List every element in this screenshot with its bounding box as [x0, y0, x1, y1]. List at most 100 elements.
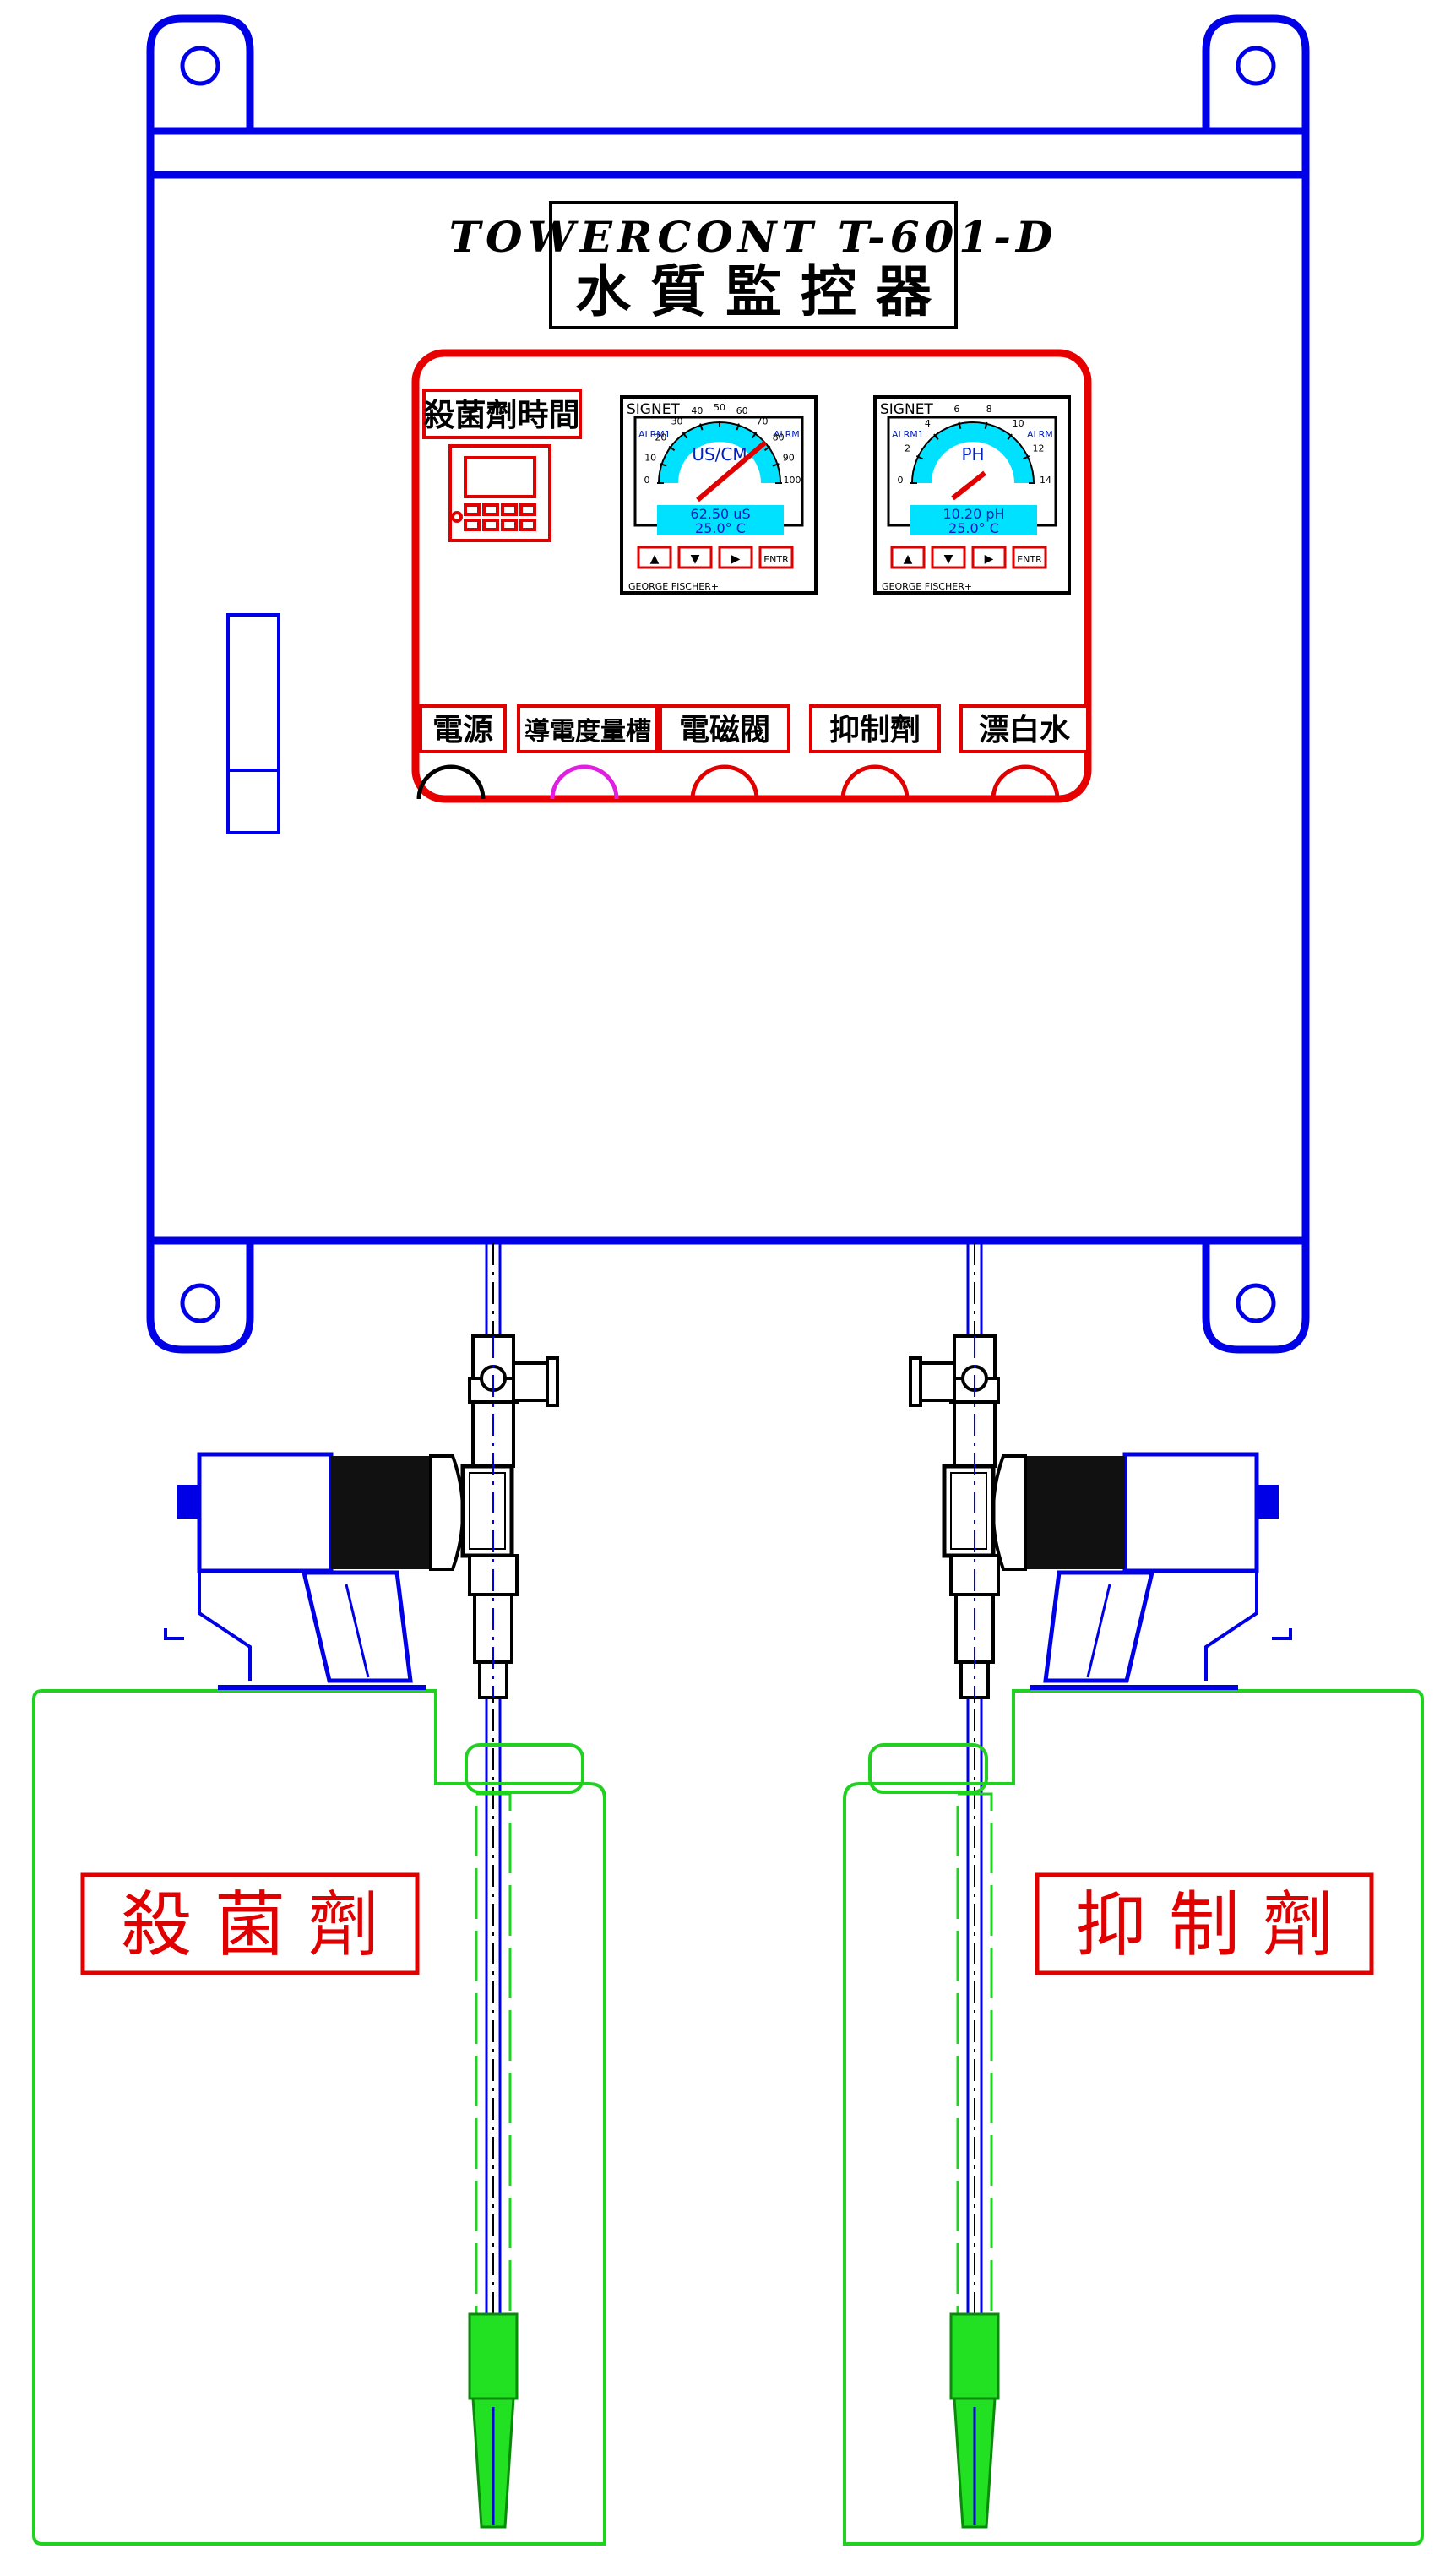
control-panel [411, 349, 1092, 803]
meter1-scale-label: 90 [783, 452, 795, 463]
meter1-button-2[interactable]: ▼ [677, 546, 713, 569]
enclosure-top-rail [146, 127, 1310, 179]
mount-ear-top-right [1202, 14, 1310, 131]
switch-label: 電磁閥 [679, 712, 770, 747]
door-latch [226, 613, 280, 834]
meter1-scale-label: 100 [784, 475, 801, 486]
meter1-tick [699, 423, 704, 431]
switch-2[interactable]: 導電度量槽 [517, 704, 659, 800]
switch-knob[interactable] [416, 764, 486, 800]
meter1-scale-label: 80 [773, 432, 785, 443]
switch-knob[interactable] [550, 764, 619, 800]
meter2-reading: 10.20 pH [943, 506, 1004, 522]
foot-valve-left [468, 2312, 519, 2529]
switch-5[interactable]: 漂白水 [959, 704, 1089, 800]
switch-1[interactable]: 電源 [416, 704, 507, 800]
meter1-tick [772, 463, 780, 467]
switch-label: 漂白水 [979, 712, 1071, 747]
switch-knob[interactable] [690, 764, 759, 800]
meter2-button-label: ▼ [944, 552, 953, 566]
meter2-scale-label: 4 [925, 418, 931, 429]
meter1-scale-label: 40 [691, 405, 703, 416]
meter2-tick [1007, 433, 1013, 441]
meter2-tick [933, 433, 939, 441]
switch-4[interactable]: 抑制劑 [809, 704, 941, 800]
meter2-scale-label: 2 [905, 443, 910, 454]
meter1-needle [696, 440, 767, 503]
tank-right [843, 1689, 1424, 2546]
meter2-tick [984, 421, 988, 429]
meter2-scale-label: 14 [1040, 475, 1051, 486]
meter1-unit: US/CM [692, 444, 747, 465]
mount-hole-top-right [1236, 46, 1276, 86]
pump-left-coil [331, 1456, 431, 1569]
mount-hole-top-left [180, 46, 220, 86]
tank-right-label: 抑 制 劑 [1075, 1883, 1333, 1966]
meter2-scale-label: 0 [898, 475, 904, 486]
meter1-right-tag: ALRM [774, 429, 800, 440]
meter2-button-label: ▶ [985, 552, 994, 566]
model-title: TOWERCONT T-601-D [449, 212, 1057, 262]
enclosure-body [146, 171, 1310, 1245]
timer-device[interactable] [448, 444, 551, 542]
meter1-button-label: ▼ [691, 552, 700, 566]
title-plate: TOWERCONT T-601-D 水 質 監 控 器 [449, 201, 1057, 329]
tank-left-label: 殺 菌 劑 [121, 1883, 378, 1966]
meter1-scale-label: 20 [655, 432, 666, 443]
meter1-button-label: ENTR [763, 554, 789, 565]
meter2-scale-label: 10 [1013, 418, 1024, 429]
mount-ear-bottom-left [146, 1241, 254, 1354]
switch-label: 抑制劑 [829, 712, 921, 747]
switch-3[interactable]: 電磁閥 [659, 704, 790, 800]
meter2-button-4[interactable]: ENTR [1012, 546, 1047, 569]
switch-knob[interactable] [840, 764, 910, 800]
meter2-button-1[interactable]: ▲ [890, 546, 926, 569]
meter1-button-4[interactable]: ENTR [758, 546, 794, 569]
meter2-needle [951, 470, 986, 501]
meter1-temp: 25.0° C [695, 520, 746, 536]
meter1-scale-label: 70 [757, 416, 769, 427]
switch-knob[interactable] [991, 764, 1060, 800]
meter2-scale-label: 8 [986, 404, 992, 415]
switch-label: 電源 [432, 712, 493, 747]
device-name-title: 水 質 監 控 器 [575, 258, 932, 324]
meter1-button-label: ▲ [650, 552, 660, 566]
meter2-temp: 25.0° C [948, 520, 999, 536]
meter2-brand: SIGNET [880, 401, 933, 418]
meter1-scale-label: 0 [644, 475, 650, 486]
mount-hole-bottom-right [1236, 1283, 1276, 1323]
meter1-scale-label: 30 [671, 416, 683, 427]
switch-label-row: 電源 導電度量槽電磁閥 抑制劑 漂白水 [416, 704, 1089, 800]
meter1-button-1[interactable]: ▲ [637, 546, 672, 569]
meter1-scale-label: 60 [736, 405, 748, 416]
dosing-pump-right [942, 1452, 1292, 1690]
meter1-footer: GEORGE FISCHER+ [628, 581, 719, 592]
meter1-tick [763, 445, 771, 452]
meter1-button-3[interactable]: ▶ [718, 546, 753, 569]
meter2-unit: PH [961, 444, 984, 465]
meter2-footer: GEORGE FISCHER+ [882, 581, 972, 592]
switch-label: 導電度量槽 [524, 717, 651, 747]
meter2-button-2[interactable]: ▼ [931, 546, 966, 569]
pump-right-coil [1025, 1456, 1125, 1569]
meter1-tick [736, 423, 740, 431]
meter2-scale-label: 12 [1033, 443, 1045, 454]
meter1-brand: SIGNET [627, 401, 680, 418]
meter1-tick [660, 463, 667, 467]
meter2-right-tag: ALRM [1027, 429, 1053, 440]
meter2-tick [958, 421, 962, 429]
tank-left-label-box: 殺 菌 劑 [80, 1872, 420, 1975]
meter2-scale-label: 6 [953, 404, 959, 415]
meter2-button-3[interactable]: ▶ [971, 546, 1007, 569]
meter2-tick [915, 455, 923, 460]
mount-ear-bottom-right [1202, 1241, 1310, 1354]
dosing-pump-left [164, 1452, 514, 1690]
timer-label-box [422, 389, 582, 439]
tank-left [32, 1689, 606, 2546]
meter1-tick [682, 432, 688, 439]
meter1-tick [751, 432, 758, 439]
meter2-tick [1023, 455, 1030, 460]
